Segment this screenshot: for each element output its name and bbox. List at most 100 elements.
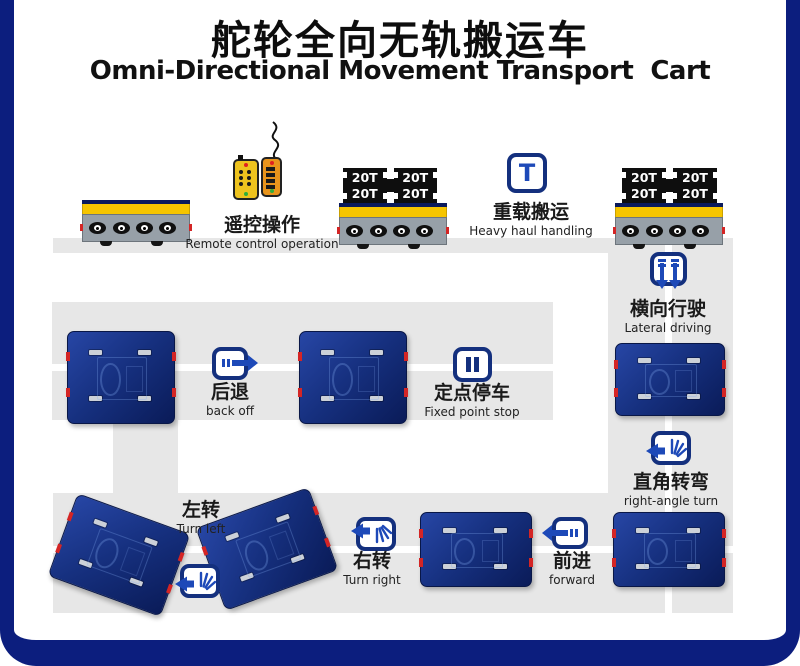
right-angle-turn-label-zh: 直角转弯 [632, 471, 709, 493]
load-label: 20T [682, 185, 708, 201]
cart-hatch-detail [328, 357, 380, 400]
forward-label-zh: 前进 [552, 550, 591, 572]
load-block: 20T 20T [621, 168, 667, 203]
turn-right-label: 右转 Turn right [312, 550, 432, 588]
load-block: 20T 20T [392, 168, 438, 203]
wheel-hub-icon [622, 225, 640, 237]
turn-left-label: 左转 Turn left [141, 499, 261, 537]
remote-control-unit-icon [233, 155, 259, 200]
transport-cart-top-view [614, 343, 726, 416]
cart-hatch-detail [643, 533, 697, 568]
back-off-label: 后退 back off [170, 381, 290, 419]
wheel-hub-icon [416, 225, 434, 237]
cart-foot [150, 241, 163, 246]
cart-hatch-detail [645, 363, 697, 398]
remote-control-label: 遥控操作 Remote control operation [182, 214, 342, 252]
heavy-haul-label-zh: 重载搬运 [492, 201, 569, 223]
cart-foot [99, 241, 112, 246]
remote-control-label-zh: 遥控操作 [223, 214, 300, 236]
fixed-point-stop-label-en: Fixed point stop [424, 404, 520, 419]
cart-yellow-stripe [82, 204, 190, 214]
cart-hatch-detail [96, 357, 148, 400]
wheel-hub-icon [89, 222, 107, 234]
load-label: 20T [631, 185, 657, 201]
antenna-cable-icon [271, 121, 280, 161]
cart-deck-strip [339, 203, 447, 207]
load-block: 20T 20T [672, 168, 718, 203]
load-label: 20T [402, 169, 429, 185]
wheel-hub-icon [135, 222, 153, 234]
cart-foot [683, 244, 696, 249]
turn-right-label-en: Turn right [343, 572, 401, 587]
wheel-hub-icon [112, 222, 130, 234]
forward-label: 前进 forward [512, 550, 632, 588]
cart-foot [407, 244, 420, 249]
road-top-segment [53, 238, 733, 253]
back-off-icon [212, 347, 258, 380]
heavy-haul-label-en: Heavy haul handling [469, 223, 593, 238]
cart-yellow-stripe [615, 207, 723, 217]
transport-cart-side-view-loaded [337, 203, 449, 249]
cart-foot [356, 244, 369, 249]
power-led [269, 161, 274, 165]
cart-deck-strip [615, 203, 723, 207]
load-label: 20T [402, 185, 429, 201]
page-title-chinese: 舵轮全向无轨搬运车 [211, 18, 589, 64]
power-led [244, 163, 248, 167]
fixed-point-stop-pause-icon [453, 347, 492, 382]
transport-cart-side-view-loaded [613, 203, 725, 249]
wheel-hub-icon [645, 225, 663, 237]
red-marker [80, 224, 83, 231]
road-centerline-vertical [665, 242, 672, 613]
cart-body [613, 217, 725, 249]
cart-foot [632, 244, 645, 249]
turn-right-label-zh: 右转 [352, 550, 391, 572]
cart-deck-strip [82, 200, 190, 204]
wheel-hub-icon [668, 225, 686, 237]
forward-icon [542, 517, 588, 549]
right-angle-turn-label: 直角转弯 right-angle turn [596, 471, 746, 509]
cart-hatch-detail [450, 533, 504, 568]
cart-body [337, 217, 449, 249]
back-off-label-en: back off [206, 403, 254, 418]
fixed-point-stop-label-zh: 定点停车 [433, 382, 510, 404]
forward-label-en: forward [548, 572, 595, 587]
heavy-haul-label: 重载搬运 Heavy haul handling [451, 201, 611, 239]
cart-body [80, 214, 192, 246]
back-off-label-zh: 后退 [210, 381, 249, 403]
red-marker [722, 227, 725, 234]
lateral-driving-label-zh: 横向行驶 [629, 298, 706, 320]
wheel-hub-icon [346, 225, 364, 237]
cargo-load-20t: 20T 20T 20T 20T [342, 168, 438, 203]
red-marker [337, 227, 340, 234]
transport-cart-top-view [298, 331, 408, 424]
lateral-driving-label-en: Lateral driving [624, 320, 712, 335]
cargo-load-20t: 20T 20T 20T 20T [621, 168, 718, 203]
lateral-driving-label: 横向行驶 Lateral driving [598, 298, 738, 336]
red-marker [446, 227, 449, 234]
status-led [244, 192, 248, 196]
wheel-hub-icon [369, 225, 387, 237]
turn-left-icon [175, 564, 220, 598]
load-label: 20T [351, 185, 378, 201]
wheel-hub-icon [392, 225, 410, 237]
transport-cart-top-view [419, 512, 533, 587]
load-label: 20T [351, 169, 378, 185]
remote-control-label-en: Remote control operation [185, 236, 339, 251]
turn-left-label-en: Turn left [176, 521, 226, 536]
status-led [269, 189, 274, 193]
right-angle-turn-icon [646, 431, 691, 465]
cart-yellow-stripe [339, 207, 447, 217]
heavy-haul-t-badge-icon: T [507, 153, 547, 193]
load-label: 20T [682, 169, 708, 185]
load-block: 20T 20T [342, 168, 388, 203]
t-letter: T [518, 159, 536, 187]
wheel-hub-icon [159, 222, 177, 234]
transport-cart-top-view [66, 331, 176, 424]
right-angle-turn-label-en: right-angle turn [623, 493, 719, 508]
road-centerline-bottom [53, 546, 733, 553]
turn-right-icon [351, 517, 396, 551]
red-marker [189, 224, 192, 231]
transport-cart-side-view [80, 200, 192, 246]
